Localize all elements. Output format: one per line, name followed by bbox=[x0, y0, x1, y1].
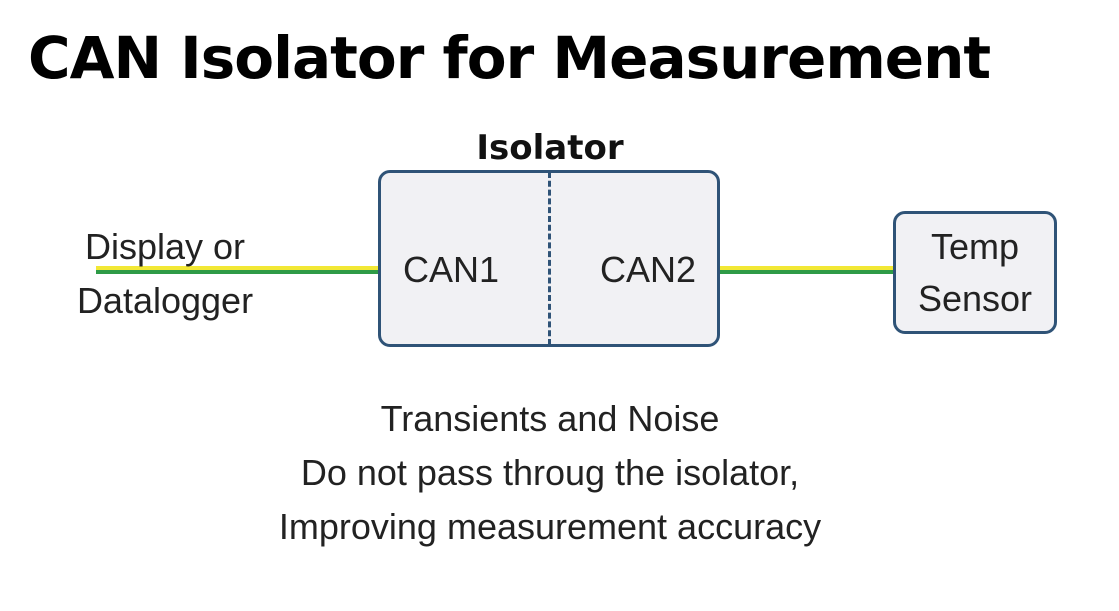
can1-port-label: CAN1 bbox=[402, 249, 500, 290]
can2-port-label: CAN2 bbox=[599, 249, 697, 290]
caption: Transients and Noise Do not pass throug … bbox=[150, 392, 950, 554]
isolation-barrier bbox=[548, 172, 551, 345]
page-title: CAN Isolator for Measurement bbox=[28, 24, 991, 92]
caption-line-3: Improving measurement accuracy bbox=[278, 506, 822, 547]
left-device-line-1: Display or bbox=[84, 226, 246, 267]
left-device-line-2: Datalogger bbox=[76, 280, 254, 321]
left-cable bbox=[96, 266, 380, 274]
isolator-label: Isolator bbox=[476, 128, 624, 168]
sensor-label-line-1: Temp bbox=[930, 225, 1020, 267]
sensor-label-line-2: Sensor bbox=[917, 277, 1033, 319]
caption-line-2: Do not pass throug the isolator, bbox=[300, 452, 800, 493]
caption-line-1: Transients and Noise bbox=[380, 398, 720, 439]
display-datalogger-label: Display or Datalogger bbox=[40, 220, 290, 328]
temp-sensor-box: Temp Sensor bbox=[893, 211, 1057, 334]
right-cable bbox=[720, 266, 895, 274]
